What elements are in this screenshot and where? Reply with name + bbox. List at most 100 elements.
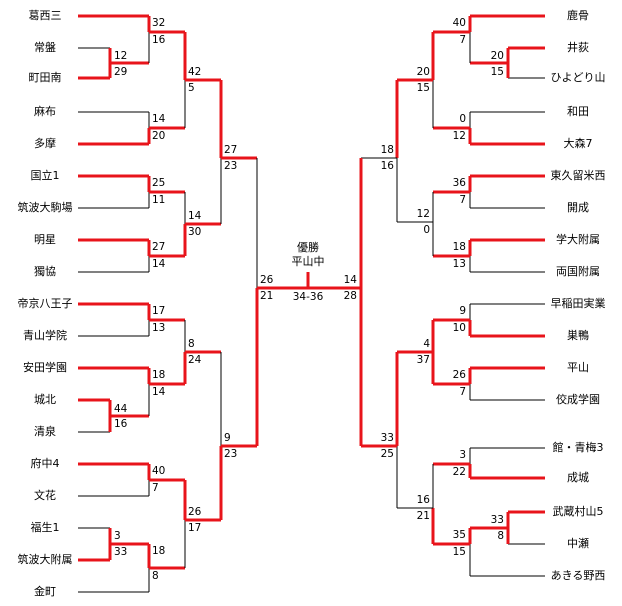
left-team-name: 多摩: [34, 136, 56, 150]
left-team-name: 青山学院: [23, 328, 67, 342]
left-score: 27: [224, 144, 237, 156]
left-score: 23: [224, 448, 237, 460]
left-score: 13: [152, 322, 165, 334]
left-team-name: 府中4: [31, 456, 60, 470]
right-score: 20: [491, 50, 504, 62]
right-score: 0: [459, 113, 466, 125]
left-score: 29: [114, 66, 127, 78]
right-team-name: 巣鴨: [567, 328, 589, 342]
left-score: 17: [152, 305, 165, 317]
left-score: 9: [224, 432, 231, 444]
left-score: 18: [152, 369, 165, 381]
left-score: 23: [224, 160, 237, 172]
left-team-name: 獨協: [34, 264, 56, 278]
left-score: 14: [188, 210, 202, 222]
right-score: 20: [417, 66, 430, 78]
left-score: 20: [152, 130, 165, 142]
right-team-name: 平山: [567, 361, 589, 374]
left-team-name: 福生1: [31, 520, 60, 534]
left-team-name: 筑波大附属: [18, 552, 73, 566]
left-score: 18: [152, 545, 165, 557]
right-score: 33: [381, 432, 394, 444]
left-team-name: 帝京八王子: [18, 296, 73, 310]
right-team-name: 佼成学園: [556, 392, 600, 406]
right-score: 26: [453, 369, 467, 381]
right-team-name: 井荻: [567, 40, 589, 54]
right-team-name: 武蔵村山5: [553, 504, 604, 518]
right-score: 28: [344, 290, 357, 302]
right-team-name: 両国附属: [556, 264, 600, 278]
left-team-name: 明星: [34, 233, 56, 246]
right-score: 12: [417, 208, 430, 220]
left-team-name: 城北: [34, 393, 56, 406]
right-score: 16: [417, 494, 431, 506]
right-team-name: 東久留米西: [551, 169, 606, 182]
left-score: 26: [260, 274, 274, 286]
right-team-name: 早稲田実業: [551, 296, 606, 310]
left-score: 7: [152, 482, 159, 494]
right-score: 7: [459, 386, 466, 398]
left-score: 14: [152, 113, 166, 125]
right-score: 10: [453, 322, 466, 334]
left-score: 16: [114, 418, 128, 430]
champion-name: 平山中: [292, 255, 325, 268]
right-score: 25: [381, 448, 394, 460]
left-score: 16: [152, 34, 166, 46]
right-score: 18: [381, 144, 394, 156]
left-score: 27: [152, 241, 165, 253]
left-score: 30: [188, 226, 201, 238]
right-score: 3: [459, 449, 466, 461]
right-team-name: 学大附属: [556, 232, 600, 246]
left-score: 17: [188, 522, 201, 534]
left-score: 26: [188, 506, 202, 518]
right-score: 13: [453, 258, 466, 270]
left-score: 44: [114, 403, 128, 415]
left-score: 5: [188, 82, 195, 94]
right-team-name: 和田: [567, 105, 589, 118]
right-score: 7: [459, 194, 466, 206]
right-score: 36: [453, 177, 467, 189]
right-score: 16: [381, 160, 395, 172]
right-score: 22: [453, 466, 466, 478]
right-team-name: 中瀬: [567, 536, 589, 550]
left-team-name: 葛西三: [29, 9, 62, 22]
left-team-name: 安田学園: [23, 360, 67, 374]
right-team-name: 成城: [567, 471, 589, 484]
right-score: 40: [453, 17, 466, 29]
right-team-name: 開成: [567, 201, 589, 214]
left-team-name: 常盤: [34, 41, 56, 54]
left-score: 14: [152, 386, 166, 398]
right-team-name: 鹿骨: [567, 8, 589, 22]
left-score: 14: [152, 258, 166, 270]
right-score: 33: [491, 514, 504, 526]
left-team-name: 筑波大駒場: [18, 200, 73, 214]
champion-title: 優勝: [297, 240, 319, 254]
right-team-name: 大森7: [564, 136, 593, 150]
right-score: 8: [497, 530, 504, 542]
left-score: 8: [188, 338, 195, 350]
left-score: 24: [188, 354, 202, 366]
right-score: 12: [453, 130, 466, 142]
right-score: 4: [423, 338, 430, 350]
left-score: 11: [152, 194, 165, 206]
right-team-name: あきる野西: [551, 569, 606, 582]
right-score: 14: [344, 274, 358, 286]
right-score: 18: [453, 241, 466, 253]
left-score: 42: [188, 66, 201, 78]
left-team-name: 清泉: [34, 424, 56, 438]
left-score: 40: [152, 465, 165, 477]
right-team-name: ひよどり山: [551, 71, 606, 84]
right-score: 15: [491, 66, 504, 78]
left-team-name: 金町: [34, 584, 56, 598]
right-score: 0: [423, 224, 430, 236]
right-score: 37: [417, 354, 430, 366]
left-team-name: 町田南: [29, 71, 62, 84]
right-score: 9: [459, 305, 466, 317]
left-score: 21: [260, 290, 273, 302]
right-score: 15: [417, 82, 430, 94]
left-team-name: 文花: [34, 488, 56, 502]
left-score: 8: [152, 570, 159, 582]
left-score: 33: [114, 546, 127, 558]
final-score: 34-36: [293, 291, 324, 303]
